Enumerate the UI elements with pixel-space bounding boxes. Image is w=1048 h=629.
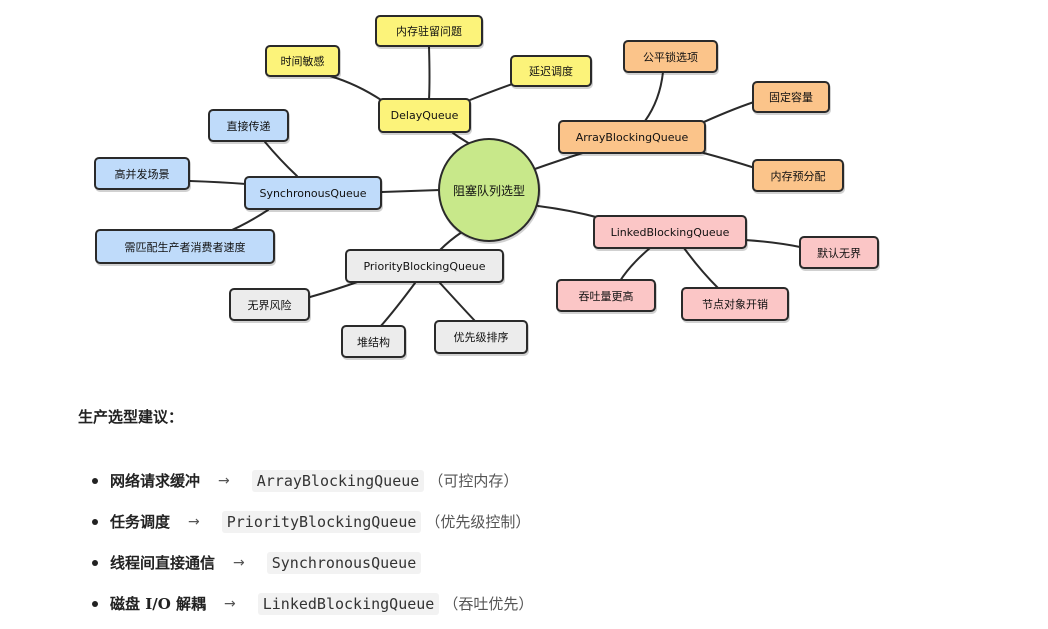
node-priority-heap: 堆结构	[341, 325, 406, 358]
list-item: 磁盘 I/O 解耦 → LinkedBlockingQueue （吞吐优先）	[92, 583, 533, 624]
queue-code: PriorityBlockingQueue	[221, 510, 422, 533]
node-delay-time-sensitive: 时间敏感	[265, 45, 340, 77]
scenario-label: 磁盘 I/O 解耦	[110, 595, 207, 613]
node-linked-node-overhead: 节点对象开销	[681, 287, 789, 321]
arrow-icon: →	[233, 554, 245, 571]
advice-title: 生产选型建议：	[78, 408, 184, 426]
scenario-label: 网络请求缓冲	[110, 472, 201, 490]
node-arrayblockingqueue: ArrayBlockingQueue	[558, 120, 706, 154]
arrow-icon: →	[218, 472, 230, 489]
node-linked-unbounded-default: 默认无界	[799, 236, 879, 269]
queue-code: SynchronousQueue	[266, 551, 422, 574]
node-sync-high-concurrency: 高并发场景	[94, 157, 190, 190]
queue-code: LinkedBlockingQueue	[257, 592, 440, 615]
list-item: 任务调度 → PriorityBlockingQueue （优先级控制）	[92, 501, 533, 542]
node-array-fixed-capacity: 固定容量	[752, 81, 830, 113]
mind-map-diagram: 阻塞队列选型 DelayQueue 时间敏感 内存驻留问题 延迟调度 Array…	[94, 15, 879, 358]
node-linked-higher-throughput: 吞吐量更高	[556, 279, 656, 312]
scenario-label: 任务调度	[110, 513, 171, 531]
node-linkedblockingqueue: LinkedBlockingQueue	[593, 215, 747, 249]
arrow-icon: →	[224, 595, 236, 612]
queue-note: （优先级控制）	[425, 513, 531, 531]
node-sync-direct-handoff: 直接传递	[208, 109, 289, 142]
node-synchronousqueue: SynchronousQueue	[244, 176, 382, 210]
bullet-icon	[92, 600, 98, 607]
list-item: 网络请求缓冲 → ArrayBlockingQueue （可控内存）	[92, 460, 533, 501]
node-priority-ordering: 优先级排序	[434, 320, 528, 354]
node-priorityblockingqueue: PriorityBlockingQueue	[345, 249, 504, 283]
node-priority-unbounded-risk: 无界风险	[229, 288, 310, 321]
center-node: 阻塞队列选型	[438, 138, 540, 242]
bullet-icon	[92, 559, 98, 566]
scenario-label: 线程间直接通信	[110, 554, 216, 572]
node-delay-memory-resident: 内存驻留问题	[375, 15, 483, 47]
arrow-icon: →	[188, 513, 200, 530]
queue-note: （可控内存）	[428, 472, 519, 490]
advice-list: 网络请求缓冲 → ArrayBlockingQueue （可控内存） 任务调度 …	[92, 460, 533, 624]
node-array-fair-lock: 公平锁选项	[623, 40, 718, 73]
queue-code: ArrayBlockingQueue	[251, 469, 425, 492]
bullet-icon	[92, 518, 98, 525]
queue-note: （吞吐优先）	[443, 595, 534, 613]
node-array-preallocation: 内存预分配	[752, 159, 844, 192]
node-delayqueue: DelayQueue	[378, 98, 471, 133]
node-sync-speed-matching: 需匹配生产者消费者速度	[95, 229, 275, 264]
bullet-icon	[92, 477, 98, 484]
node-delay-scheduling: 延迟调度	[510, 55, 592, 87]
list-item: 线程间直接通信 → SynchronousQueue	[92, 542, 533, 583]
